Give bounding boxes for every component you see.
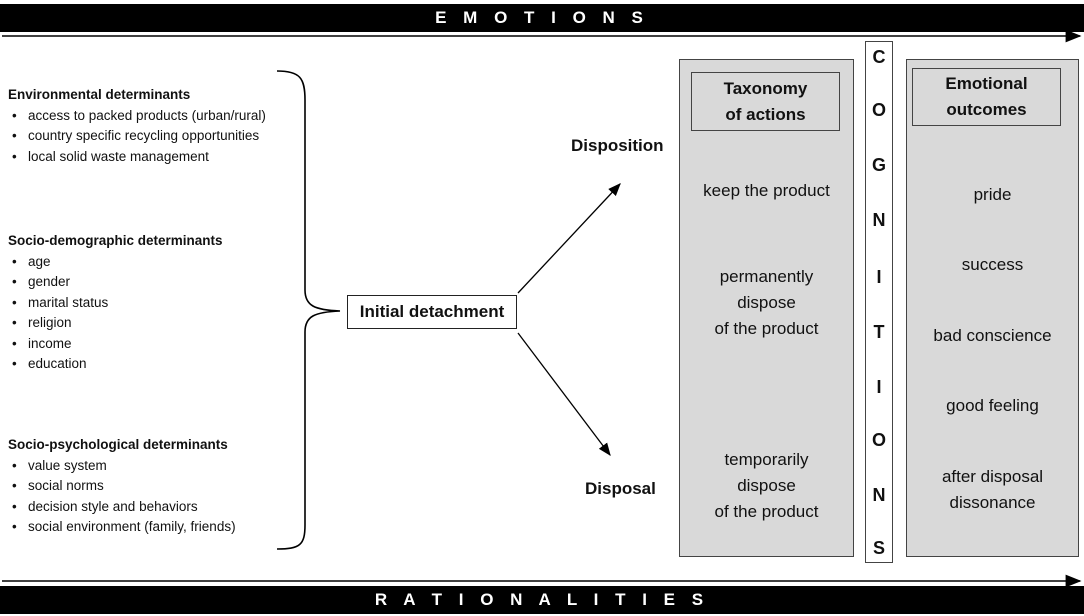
arrow-to-disposal — [517, 332, 611, 457]
taxonomy-of-actions-column: Taxonomy of actions keep the product per… — [679, 59, 854, 557]
curly-brace — [276, 70, 341, 550]
action-item: keep the product — [703, 181, 830, 200]
group-title: Socio-demographic determinants — [8, 233, 223, 248]
initial-detachment-node: Initial detachment — [347, 295, 517, 329]
list-item: access to packed products (urban/rural) — [8, 106, 266, 127]
list-item: decision style and behaviors — [8, 497, 236, 518]
outcome-item: after disposal dissonance — [941, 467, 1044, 512]
action-item: permanently dispose of the product — [714, 267, 819, 338]
disposition-label: Disposition — [571, 136, 664, 155]
list-item: gender — [8, 272, 223, 293]
group-title: Socio-psychological determinants — [8, 437, 228, 452]
outcome-item: good feeling — [946, 396, 1039, 415]
list-item: income — [8, 334, 223, 355]
list-item: education — [8, 354, 223, 375]
cognitions-letter: N — [872, 485, 886, 505]
list-item: local solid waste management — [8, 147, 266, 168]
outcome-item: pride — [973, 185, 1012, 204]
arrow-to-disposition — [517, 183, 621, 294]
list-item: age — [8, 252, 223, 273]
list-item: social environment (family, friends) — [8, 517, 236, 538]
list-item: value system — [8, 456, 236, 477]
disposal-label: Disposal — [585, 479, 656, 498]
column-title: Taxonomy of actions — [691, 72, 840, 131]
cognitions-letter: G — [871, 155, 886, 175]
socio-demographic-determinants: Socio-demographic determinants age gende… — [8, 231, 223, 375]
emotions-band: E M O T I O N S — [0, 4, 1084, 32]
list-item: marital status — [8, 293, 223, 314]
list-item: social norms — [8, 476, 236, 497]
environmental-determinants: Environmental determinants access to pac… — [8, 85, 266, 167]
action-item: temporarily dispose of the product — [714, 450, 819, 521]
emotional-outcomes-column: Emotional outcomes pride success bad con… — [906, 59, 1079, 557]
list-item: country specific recycling opportunities — [8, 126, 266, 147]
cognitions-letter: T — [873, 322, 885, 342]
cognitions-letter: O — [871, 430, 886, 450]
list-item: religion — [8, 313, 223, 334]
group-title: Environmental determinants — [8, 87, 191, 102]
cognitions-letter: I — [876, 267, 882, 287]
rationalities-band: R A T I O N A L I T I E S — [0, 586, 1084, 614]
outcome-item: bad conscience — [933, 326, 1052, 345]
socio-psychological-determinants: Socio-psychological determinants value s… — [8, 435, 236, 538]
column-title: Emotional outcomes — [912, 68, 1061, 126]
cognitions-box: C O G N I T I O N S — [865, 41, 893, 563]
cognitions-letter: I — [876, 377, 882, 397]
cognitions-letter: O — [871, 100, 886, 120]
cognitions-letter: C — [872, 47, 886, 67]
outcome-item: success — [961, 255, 1024, 274]
cognitions-letter: N — [872, 210, 886, 230]
cognitions-letter: S — [872, 538, 885, 558]
